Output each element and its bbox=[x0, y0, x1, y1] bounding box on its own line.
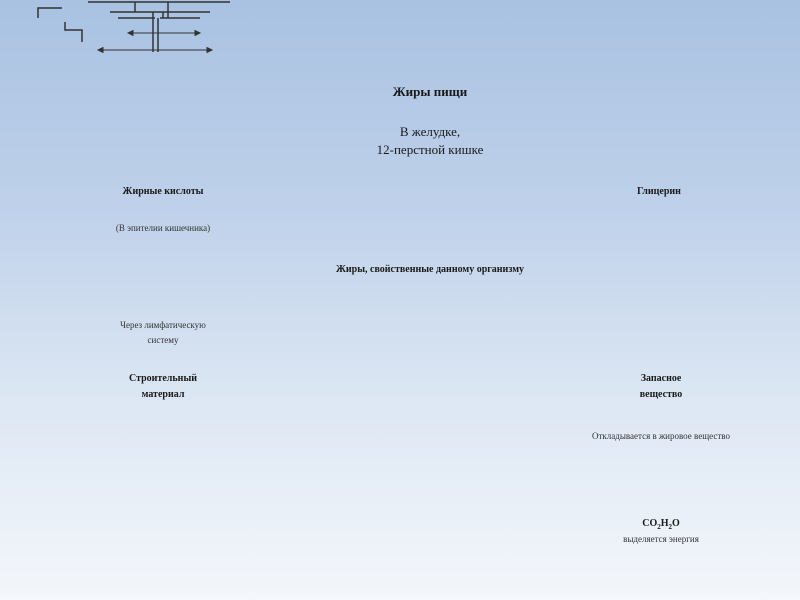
left-use-line2: материал bbox=[141, 389, 185, 400]
right-product: Глицерин bbox=[637, 186, 681, 197]
transport-line2: систему bbox=[147, 335, 179, 345]
formula-o: O bbox=[672, 518, 680, 529]
formula-h: H bbox=[660, 518, 669, 529]
formula-co: CO bbox=[642, 518, 658, 529]
formula-h-sub: 2 bbox=[668, 523, 673, 531]
location-line1: В желудке, bbox=[399, 124, 461, 139]
diagram-title: Жиры пищи bbox=[392, 84, 468, 99]
storage-note: Откладывается в жировое вещество bbox=[592, 431, 730, 441]
synthesis-label: Жиры, свойственные данному организму bbox=[335, 264, 525, 275]
left-use-line1: Строительный bbox=[128, 373, 198, 384]
left-note: (В эпителии кишечника) bbox=[115, 223, 211, 233]
transport-line1: Через лимфатическую bbox=[120, 320, 206, 330]
formula-co-sub: 2 bbox=[657, 523, 661, 531]
final-products-formula: CO2H2O bbox=[642, 517, 680, 532]
energy-note: выделяется энергия bbox=[623, 534, 699, 544]
right-use-line2: вещество bbox=[639, 389, 683, 400]
left-product: Жирные кислоты bbox=[122, 186, 204, 197]
location-line2: 12-перстной кишке bbox=[376, 142, 484, 157]
right-use-line1: Запасное bbox=[640, 373, 682, 384]
